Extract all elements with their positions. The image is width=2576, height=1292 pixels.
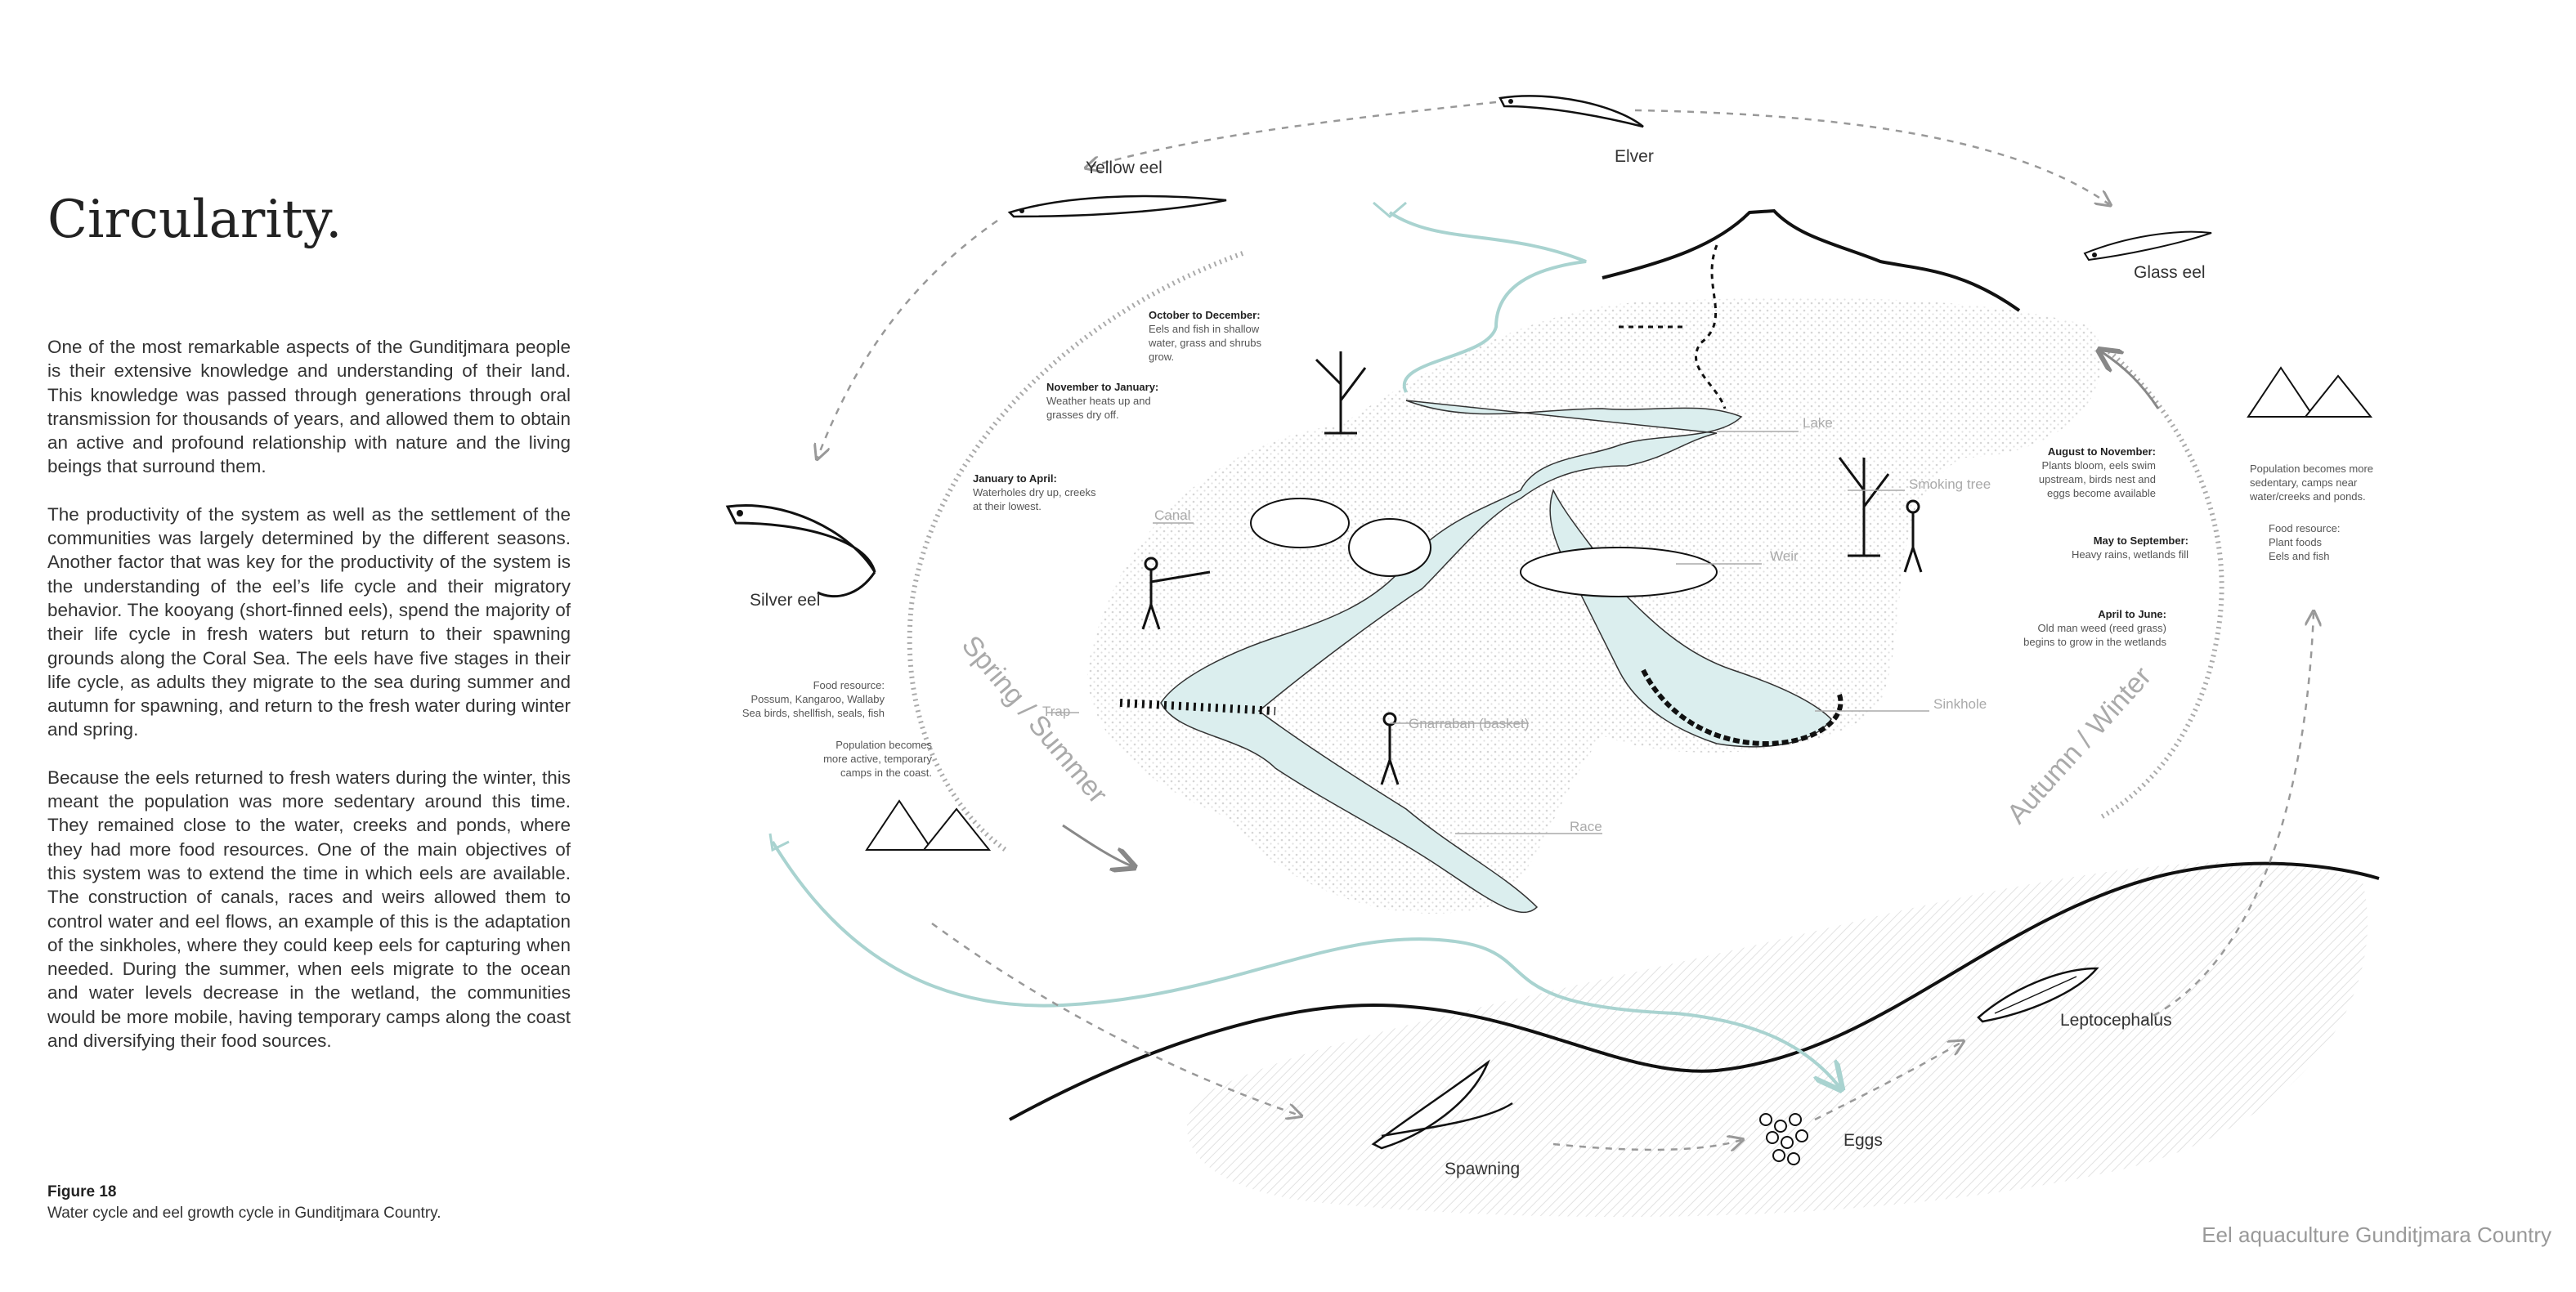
note-may-sep-line: Heavy rains, wetlands fill	[2072, 548, 2188, 561]
page-title: Circularity.	[47, 190, 343, 250]
population-line: Population becomes	[836, 739, 932, 751]
river-entry-arrow	[1373, 201, 1407, 218]
arrow-spring-summer	[1062, 824, 1132, 866]
food-line: Food resource:	[813, 679, 885, 691]
label-spring-summer: Spring / Summer	[956, 630, 1113, 810]
yellow-eel-icon	[1007, 194, 1227, 218]
silver-eel-icon	[725, 504, 876, 598]
tree-icon	[1315, 351, 1890, 557]
food-line: Eels and fish	[2269, 550, 2329, 562]
note-aug-nov-line: Plants bloom, eels swim	[2042, 459, 2156, 472]
note-aug-nov-head: August to November:	[2048, 445, 2156, 458]
label-glass-eel: Glass eel	[2134, 263, 2206, 282]
label-sinkhole: Sinkhole	[1933, 696, 1987, 712]
note-jan-apr-line: at their lowest.	[973, 500, 1042, 512]
body-text: One of the most remarkable aspects of th…	[47, 335, 571, 1076]
rock-clusters	[1250, 498, 1844, 747]
arrow-autumn-winter	[2101, 351, 2160, 409]
right-food-resource: Population becomes more sedentary, camps…	[2249, 463, 2373, 562]
food-line: Food resource:	[2269, 522, 2340, 534]
population-line: more active, temporary	[823, 753, 932, 765]
mountain-stream	[1695, 244, 1727, 409]
label-spawning: Spawning	[1445, 1160, 1520, 1178]
label-trap: Trap	[1042, 704, 1070, 719]
left-food-resource: Food resource: Possum, Kangaroo, Wallaby…	[742, 679, 933, 779]
label-leptocephalus: Leptocephalus	[2060, 1011, 2172, 1030]
paragraph: The productivity of the system as well a…	[47, 503, 571, 740]
lifecycle-arrows	[818, 101, 2314, 1150]
food-line: Possum, Kangaroo, Wallaby	[750, 693, 885, 705]
note-jan-apr-line: Waterholes dry up, creeks	[973, 486, 1096, 498]
paragraph: Because the eels returned to fresh water…	[47, 767, 571, 1052]
label-weir: Weir	[1770, 548, 1799, 564]
note-oct-dec-line: water, grass and shrubs	[1148, 337, 1262, 349]
season-ring-right	[2099, 349, 2224, 820]
river-upper	[1388, 211, 1587, 393]
figure-caption: Water cycle and eel growth cycle in Gund…	[47, 1205, 441, 1222]
population-line: water/creeks and ponds.	[2249, 490, 2366, 503]
label-race: Race	[1570, 819, 1602, 834]
note-apr-jun-line: Old man weed (reed grass)	[2037, 622, 2166, 634]
label-canal: Canal	[1154, 507, 1190, 523]
note-jan-apr-head: January to April:	[973, 472, 1057, 485]
right-seasonal-notes: August to November: Plants bloom, eels s…	[2023, 445, 2188, 648]
note-may-sep-head: May to September:	[2094, 534, 2188, 547]
label-elver: Elver	[1615, 147, 1654, 166]
people-icon	[1141, 499, 1923, 785]
eggs-icon	[1759, 1113, 1808, 1165]
note-aug-nov-line: eggs become available	[2047, 487, 2156, 499]
spawning-eels-icon	[1371, 1059, 1513, 1150]
note-oct-dec-head: October to December:	[1149, 309, 1261, 321]
note-apr-jun-line: begins to grow in the wetlands	[2023, 636, 2166, 648]
label-gnarraban: Gnarraban (basket)	[1409, 716, 1529, 731]
note-oct-dec-line: Eels and fish in shallow	[1149, 323, 1260, 335]
note-apr-jun-head: April to June:	[2098, 608, 2166, 620]
label-silver-eel: Silver eel	[750, 591, 820, 610]
note-nov-jan-line: Weather heats up and	[1046, 395, 1151, 407]
label-eggs: Eggs	[1844, 1131, 1883, 1150]
river-start-arrow	[768, 833, 790, 852]
footer-title: Eel aquaculture Gunditjmara Country	[2202, 1223, 2551, 1247]
population-line: sedentary, camps near	[2250, 476, 2358, 489]
food-line: Sea birds, shellfish, seals, fish	[742, 707, 885, 719]
label-yellow-eel: Yellow eel	[1086, 159, 1163, 177]
mountain	[1602, 208, 2021, 312]
camp-icon	[865, 366, 2373, 851]
figure-label: Figure 18	[47, 1183, 117, 1200]
population-line: Population becomes more	[2250, 463, 2373, 475]
left-seasonal-notes: October to December: Eels and fish in sh…	[973, 309, 1262, 512]
glass-eel-icon	[2083, 230, 2212, 262]
label-smoking-tree: Smoking tree	[1909, 476, 1991, 492]
leptocephalus-icon	[1977, 967, 2099, 1023]
note-aug-nov-line: upstream, birds nest and	[2039, 473, 2156, 485]
note-nov-jan-line: grasses dry off.	[1046, 409, 1119, 421]
note-oct-dec-line: grow.	[1149, 351, 1174, 363]
label-autumn-winter: Autumn / Winter	[2001, 661, 2157, 830]
population-line: camps in the coast.	[840, 767, 932, 779]
paragraph: One of the most remarkable aspects of th…	[47, 337, 571, 477]
river-line	[771, 840, 1839, 1087]
note-nov-jan-head: November to January:	[1046, 381, 1158, 393]
food-line: Plant foods	[2269, 536, 2323, 548]
coastline	[1009, 861, 2380, 1121]
label-lake: Lake	[1803, 415, 1833, 431]
leader-lines	[1046, 431, 1929, 834]
elver-icon	[1499, 95, 1644, 128]
